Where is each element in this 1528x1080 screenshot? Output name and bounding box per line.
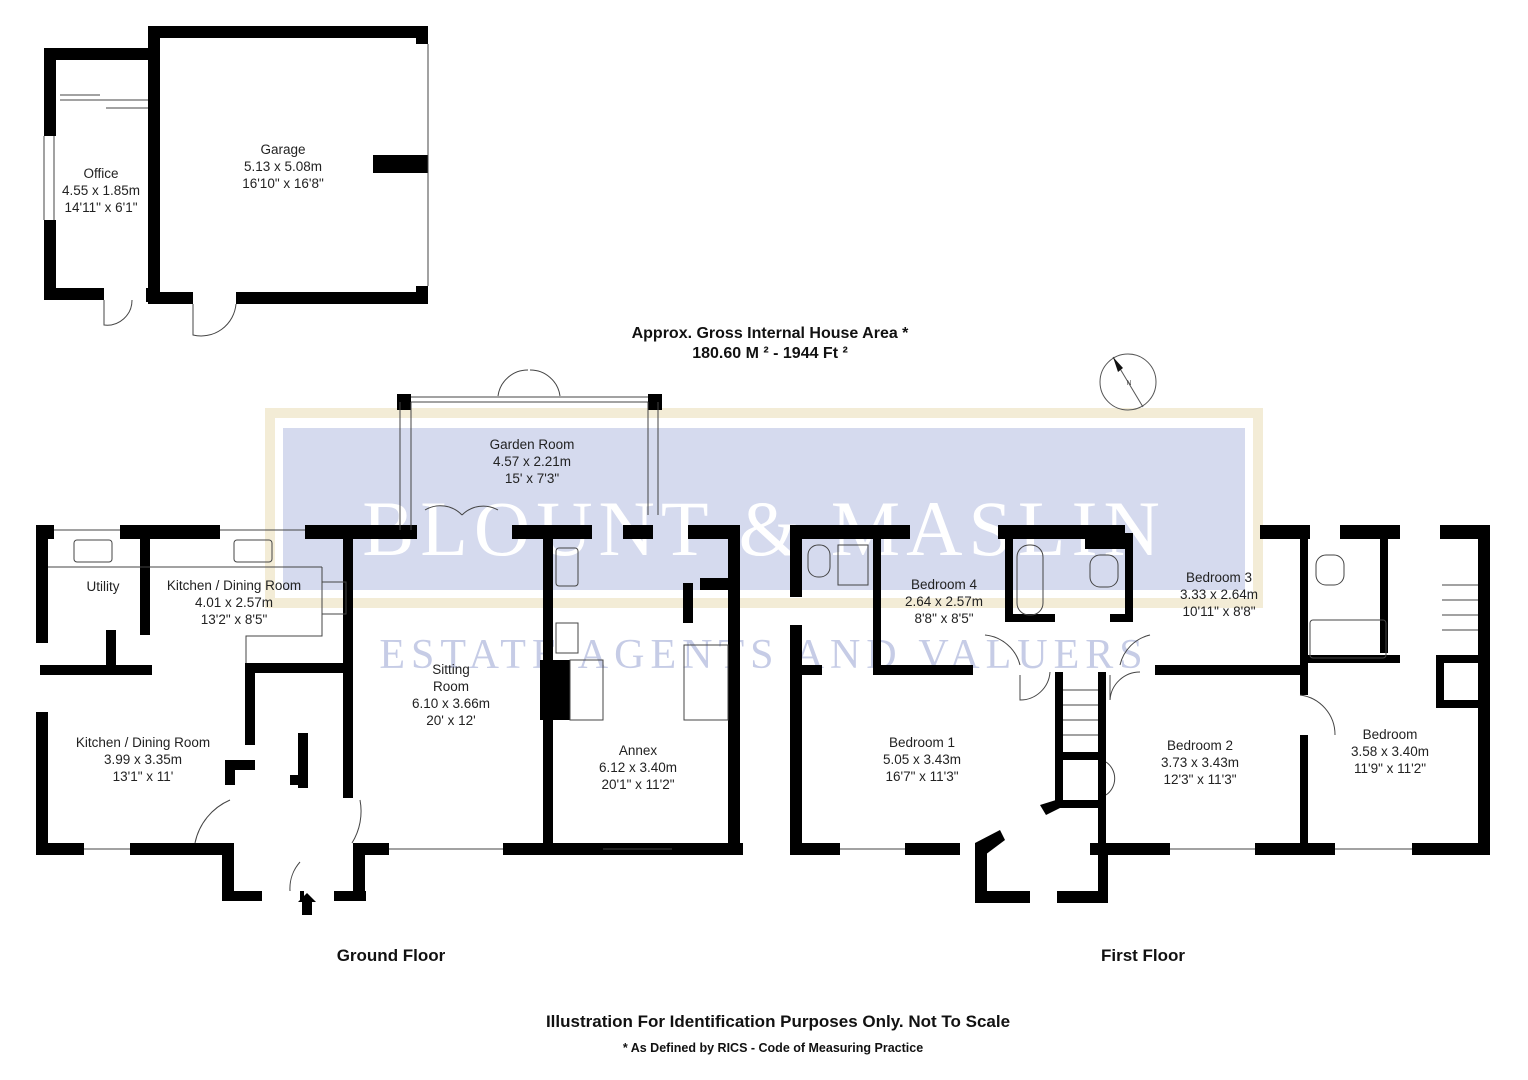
room-label-garden-room: Garden Room 4.57 x 2.21m 15' x 7'3" bbox=[489, 437, 575, 486]
disclaimer: Illustration For Identification Purposes… bbox=[545, 1012, 1011, 1031]
room-label-bedroom-1: Bedroom 1 5.05 x 3.43m 16'7" x 11'3" bbox=[882, 735, 962, 784]
room-label-sitting-room: Sitting Room 6.10 x 3.66m 20' x 12' bbox=[411, 662, 491, 728]
room-label-bedroom-2: Bedroom 2 3.73 x 3.43m 12'3" x 11'3" bbox=[1160, 738, 1240, 787]
room-label-kitchen-dining-1: Kitchen / Dining Room 4.01 x 2.57m 13'2"… bbox=[166, 578, 302, 627]
area-summary: Approx. Gross Internal House Area * 180.… bbox=[632, 324, 909, 364]
room-label-bedroom-3: Bedroom 3 3.33 x 2.64m 10'11" x 8'8" bbox=[1179, 570, 1259, 619]
watermark-tagline: ESTATE AGENTS AND VALUERS bbox=[379, 632, 1148, 678]
first-floor-title: First Floor bbox=[1100, 946, 1186, 965]
first-floor-walls bbox=[790, 525, 1490, 903]
rics-note: * As Defined by RICS - Code of Measuring… bbox=[622, 1041, 924, 1055]
room-label-garage: Garage 5.13 x 5.08m 16'10" x 16'8" bbox=[242, 142, 324, 191]
ground-floor-walls bbox=[36, 394, 743, 915]
room-label-office: Office 4.55 x 1.85m 14'11" x 6'1" bbox=[61, 166, 141, 215]
ground-floor-title: Ground Floor bbox=[336, 946, 446, 965]
area-value: 180.60 M ² - 1944 Ft ² bbox=[692, 345, 848, 362]
compass-icon: N bbox=[1099, 353, 1157, 411]
watermark: BLOUNT & MASLIN ESTATE AGENTS AND VALUER… bbox=[265, 408, 1263, 678]
outbuilding-walls bbox=[44, 26, 428, 304]
area-title: Approx. Gross Internal House Area * bbox=[631, 325, 909, 342]
room-label-bedroom-4: Bedroom 4 2.64 x 2.57m 8'8" x 8'5" bbox=[904, 577, 984, 626]
room-label-bedroom-5: Bedroom 3.58 x 3.40m 11'9" x 11'2" bbox=[1350, 727, 1430, 776]
room-label-kitchen-dining-2: Kitchen / Dining Room 3.99 x 3.35m 13'1"… bbox=[75, 735, 211, 784]
room-label-annex: Annex 6.12 x 3.40m 20'1" x 11'2" bbox=[598, 743, 678, 792]
room-label-utility: Utility bbox=[86, 579, 120, 594]
svg-text:N: N bbox=[1126, 380, 1131, 387]
fixtures bbox=[43, 44, 1478, 892]
